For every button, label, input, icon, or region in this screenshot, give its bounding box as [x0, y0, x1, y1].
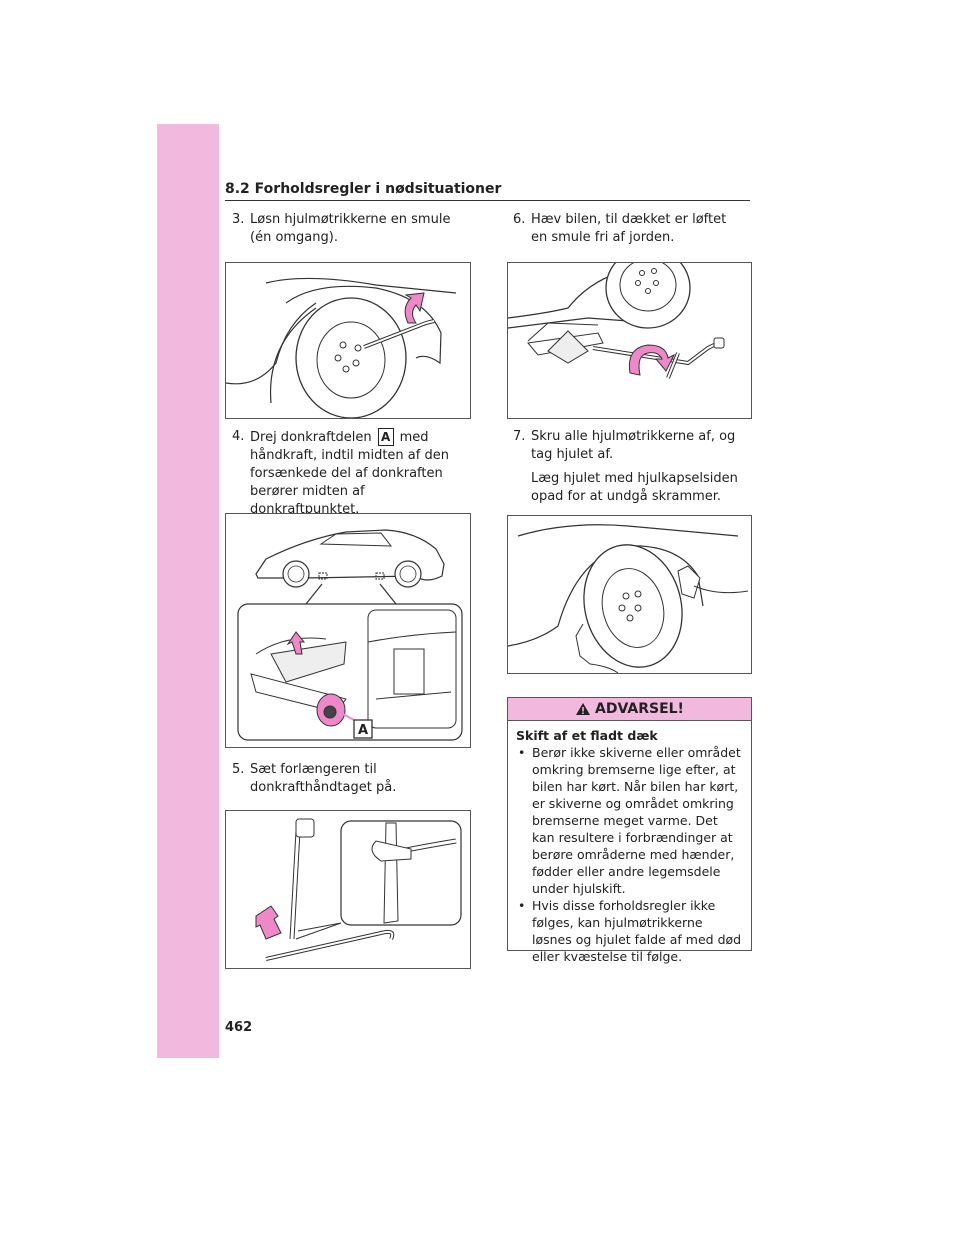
figure-raise-car	[507, 262, 752, 419]
step-3-text: Løsn hjulmøtrikkerne en smule (én omgang…	[250, 212, 451, 245]
section-header: 8.2 Forholdsregler i nødsituationer	[225, 178, 750, 201]
step-7-text: Skru alle hjulmøtrikkerne af, og tag hju…	[531, 429, 736, 462]
chapter-tab	[157, 124, 219, 1058]
warning-box: ADVARSEL! Skift af et fladt dæk Berør ik…	[507, 697, 752, 964]
warning-header: ADVARSEL!	[508, 698, 751, 721]
warning-subtitle: Skift af et fladt dæk	[516, 728, 658, 743]
figure-jack-position: A	[225, 513, 471, 748]
warning-title: ADVARSEL!	[595, 701, 684, 717]
figure-loosen-nuts	[225, 262, 471, 419]
figure-handle-extension	[225, 810, 471, 969]
figure-label-a: A	[358, 723, 368, 738]
part-label-a: A	[377, 428, 394, 446]
step-5-text: Sæt forlængeren til donkrafthåndtaget på…	[250, 762, 397, 795]
section-title: 8.2 Forholdsregler i nødsituationer	[225, 181, 502, 197]
warning-triangle-icon	[576, 703, 591, 715]
step-7-note: Læg hjulet med hjulkapselsiden opad for …	[531, 471, 738, 504]
warning-bullet: Berør ikke skiverne eller området omkrin…	[516, 744, 743, 897]
warning-bullet: Hvis disse forholdsregler ikke følges, k…	[516, 897, 743, 965]
step-6-text: Hæv bilen, til dækket er løftet en smule…	[531, 212, 727, 245]
page-number: 462	[225, 1020, 253, 1035]
figure-remove-wheel	[507, 515, 752, 674]
